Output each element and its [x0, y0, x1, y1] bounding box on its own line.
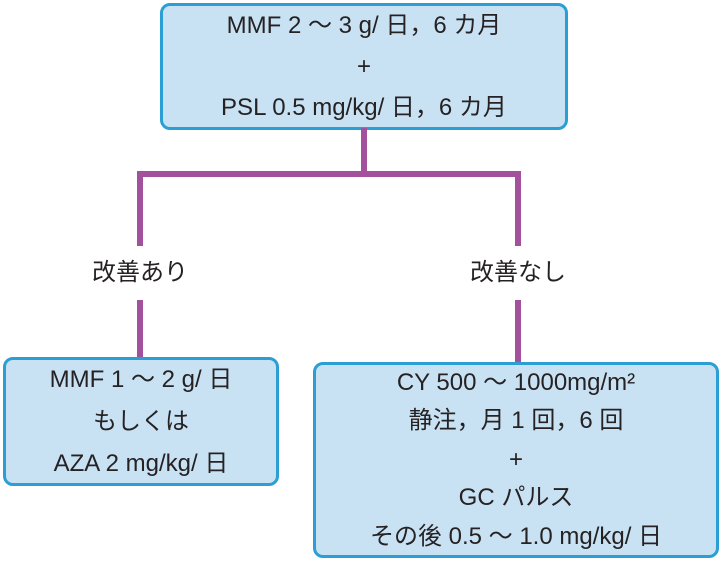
connector-top-vertical [361, 128, 367, 177]
connector-right-vertical-upper [515, 171, 521, 246]
branch-label-no-improvement: 改善なし [470, 259, 566, 286]
initial-treatment-box: MMF 2 ～ 3 g/ 日，6 カ月 + PSL 0.5 mg/kg/ 日，6… [160, 3, 568, 130]
initial-treatment-line-2: PSL 0.5 mg/kg/ 日，6 カ月 [221, 94, 507, 121]
initial-treatment-line-1: MMF 2 ～ 3 g/ 日，6 カ月 [226, 12, 502, 39]
connector-left-vertical-upper [137, 171, 143, 246]
maintenance-line-1: MMF 1 ～ 2 g/ 日 [49, 365, 233, 393]
maintenance-treatment-box: MMF 1 ～ 2 g/ 日 もしくは AZA 2 mg/kg/ 日 [3, 357, 279, 486]
connector-left-vertical-lower [137, 300, 143, 357]
connector-branch-horizontal [137, 171, 521, 177]
escalation-treatment-box: CY 500 ～ 1000mg/m² 静注，月 1 回，6 回 + GC パルス… [313, 362, 719, 558]
escalation-line-3: GC パルス [458, 484, 574, 512]
initial-treatment-plus: + [356, 53, 371, 80]
branch-label-improved: 改善あり [92, 259, 188, 286]
connector-right-vertical-lower [515, 300, 521, 362]
escalation-plus: + [508, 445, 523, 473]
escalation-line-1: CY 500 ～ 1000mg/m² [396, 368, 636, 396]
escalation-line-2: 静注，月 1 回，6 回 [408, 407, 624, 435]
maintenance-line-2: もしくは [93, 407, 189, 435]
maintenance-line-3: AZA 2 mg/kg/ 日 [53, 449, 229, 477]
escalation-line-4: その後 0.5 ～ 1.0 mg/kg/ 日 [369, 522, 663, 550]
